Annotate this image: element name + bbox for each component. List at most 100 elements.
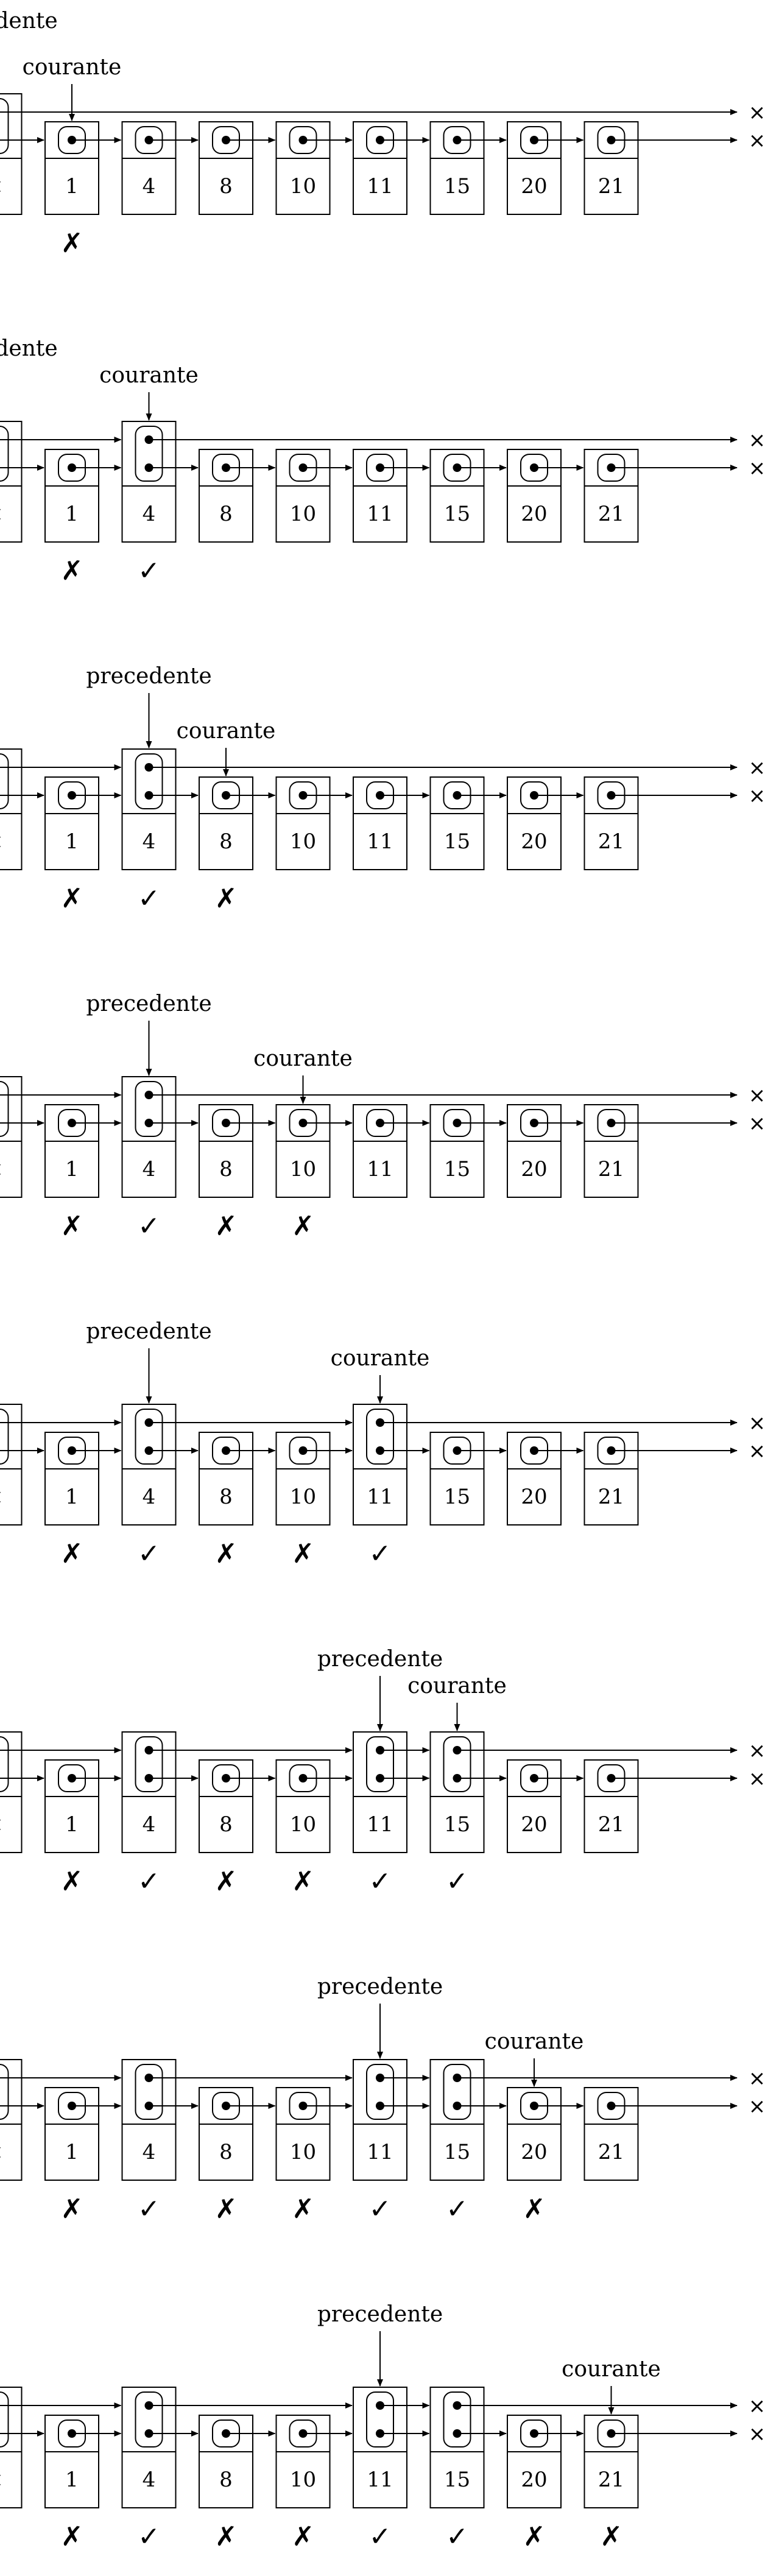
- node-8-value: 8: [219, 829, 233, 854]
- node-1-box: [44, 2415, 99, 2508]
- upper-null-terminator: ×: [749, 2066, 766, 2091]
- cross-mark: ✗: [215, 1538, 238, 1569]
- precedente-label: precedente: [317, 2302, 443, 2327]
- node-1-value: 1: [65, 1812, 79, 1837]
- head-node-box: [0, 93, 23, 215]
- head-node-pointer-cell: [0, 1736, 9, 1792]
- node-10-value: 10: [290, 1812, 316, 1837]
- node-20-value: 20: [521, 2140, 547, 2164]
- node-20-value: 20: [521, 1812, 547, 1837]
- node-10-box: [275, 1104, 331, 1198]
- check-mark: ✓: [138, 555, 160, 586]
- upper-null-terminator: ×: [749, 1739, 766, 1763]
- head-node-box: [0, 1404, 23, 1526]
- node-8-value: 8: [219, 2140, 233, 2164]
- node-11-value: 11: [367, 829, 393, 854]
- node-4-value: 4: [143, 502, 156, 526]
- upper-null-terminator: ×: [749, 2394, 766, 2418]
- node-20-value: 20: [521, 2468, 547, 2492]
- node-15-box: [429, 449, 485, 543]
- node-1-box: [44, 449, 99, 543]
- node-4-value: 4: [143, 2468, 156, 2492]
- node-10-box: [275, 2415, 331, 2508]
- node-15-value: 15: [444, 174, 470, 199]
- cross-mark: ✗: [61, 1538, 83, 1569]
- bottom-null-terminator: ×: [749, 784, 766, 808]
- cross-mark: ✗: [292, 2194, 314, 2225]
- node-15-value: 15: [444, 1157, 470, 1181]
- upper-null-terminator: ×: [749, 428, 766, 452]
- node-1-box: [44, 776, 99, 870]
- node-20-box: [507, 121, 562, 215]
- node-21-value: 21: [598, 2468, 624, 2492]
- node-11-box: [353, 2387, 407, 2508]
- node-11-box: [353, 449, 407, 543]
- head-node-box: [0, 2387, 23, 2508]
- node-21-box: [583, 1432, 639, 1526]
- node-8-box: [199, 1104, 253, 1198]
- head-node-pointer-cell: [0, 426, 9, 482]
- node-1-box: [44, 1432, 99, 1526]
- node-20-box: [507, 449, 562, 543]
- node-11-box: [353, 1731, 407, 1853]
- bottom-null-terminator: ×: [749, 456, 766, 480]
- node-4-value: 4: [143, 174, 156, 199]
- node-4-box: [121, 2059, 177, 2181]
- precedente-label: precedente: [86, 1319, 211, 1344]
- node-10-value: 10: [290, 174, 316, 199]
- upper-null-terminator: ×: [749, 756, 766, 780]
- node-10-value: 10: [290, 502, 316, 526]
- node-20-box: [507, 1104, 562, 1198]
- node-4-pointer-cell: [135, 2064, 163, 2120]
- upper-null-terminator: ×: [749, 1083, 766, 1108]
- cross-mark: ✗: [215, 1866, 238, 1897]
- node-10-box: [275, 1432, 331, 1526]
- head-node-box: [0, 1076, 23, 1198]
- node-8-box: [199, 121, 253, 215]
- node-10-box: [275, 2087, 331, 2181]
- node-21-box: [583, 1104, 639, 1198]
- node-15-box: [429, 2387, 485, 2508]
- head-node-value: ×: [0, 829, 4, 854]
- check-mark: ✓: [138, 2194, 160, 2225]
- node-15-box: [429, 776, 485, 870]
- precedente-label: precedente: [317, 1647, 443, 1672]
- node-21-value: 21: [598, 2140, 624, 2164]
- head-node-pointer-cell: [0, 1409, 9, 1465]
- node-1-value: 1: [65, 502, 79, 526]
- node-8-value: 8: [219, 502, 233, 526]
- check-mark: ✓: [138, 883, 160, 914]
- node-20-box: [507, 2415, 562, 2508]
- courante-label: courante: [331, 1346, 430, 1371]
- node-15-value: 15: [444, 2140, 470, 2164]
- node-21-box: [583, 2415, 639, 2508]
- node-11-value: 11: [367, 1812, 393, 1837]
- node-4-pointer-cell: [135, 2391, 163, 2448]
- step-diagram-8: ×1481011152021××precedentecourante✗✓✗✗✓✓…: [0, 2302, 766, 2552]
- node-20-value: 20: [521, 174, 547, 199]
- cross-mark: ✗: [61, 2521, 83, 2552]
- node-8-value: 8: [219, 1485, 233, 1509]
- bottom-null-terminator: ×: [749, 128, 766, 153]
- node-11-value: 11: [367, 502, 393, 526]
- head-node-box: [0, 2059, 23, 2181]
- precedente-label: precedente: [0, 9, 58, 33]
- node-21-box: [583, 1759, 639, 1853]
- head-node-pointer-cell: [0, 98, 9, 154]
- check-mark: ✓: [369, 2194, 392, 2225]
- cross-mark: ✗: [215, 1211, 238, 1242]
- node-4-pointer-cell: [135, 426, 163, 482]
- node-21-value: 21: [598, 1157, 624, 1181]
- node-10-box: [275, 121, 331, 215]
- head-node-value: ×: [0, 1485, 4, 1509]
- cross-mark: ✗: [61, 883, 83, 914]
- node-4-pointer-cell: [135, 1081, 163, 1137]
- node-15-pointer-cell: [443, 2064, 471, 2120]
- head-node-value: ×: [0, 2468, 4, 2492]
- check-mark: ✓: [138, 1538, 160, 1569]
- check-mark: ✓: [369, 2521, 392, 2552]
- node-11-box: [353, 776, 407, 870]
- node-4-value: 4: [143, 1485, 156, 1509]
